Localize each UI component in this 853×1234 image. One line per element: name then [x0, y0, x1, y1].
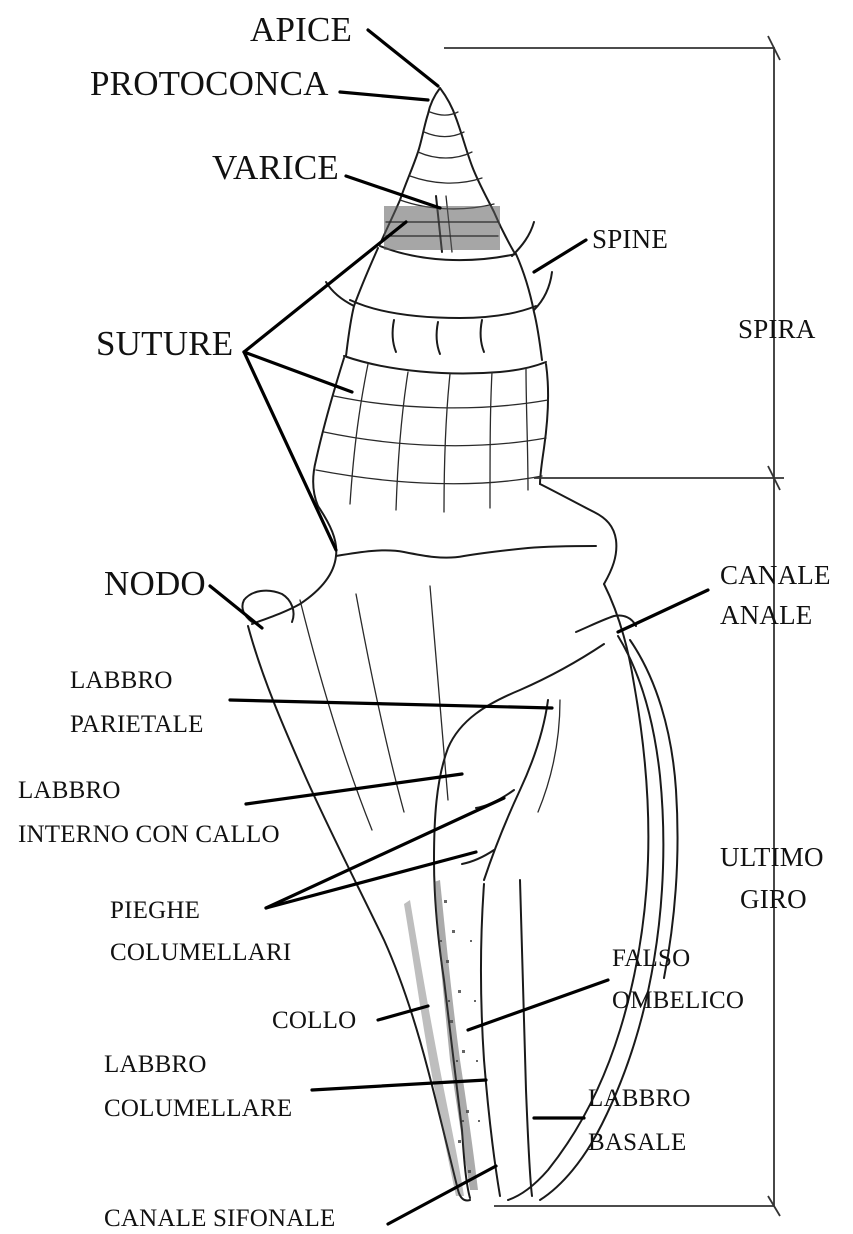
- label-labbro-columellare-line2: COLUMELLARE: [104, 1096, 292, 1121]
- label-labbro-interno-line1: LABBRO: [18, 778, 121, 803]
- label-protoconca: PROTOCONCA: [90, 66, 329, 101]
- label-apice: APICE: [250, 12, 352, 47]
- label-spine: SPINE: [592, 226, 668, 253]
- label-suture: SUTURE: [96, 326, 233, 361]
- label-canale-anale-line1: CANALE: [720, 562, 831, 589]
- label-falso-ombelico-line1: FALSO: [612, 946, 690, 971]
- label-ultimo-giro-line1: ULTIMO: [720, 844, 824, 871]
- label-spira: SPIRA: [738, 316, 816, 343]
- label-nodo: NODO: [104, 566, 206, 601]
- label-pieghe-columellari-line2: COLUMELLARI: [110, 940, 291, 965]
- label-labbro-parietale-line2: PARIETALE: [70, 712, 204, 737]
- label-canale-anale-line2: ANALE: [720, 602, 812, 629]
- label-labbro-basale-line2: BASALE: [588, 1130, 686, 1155]
- label-pieghe-columellari-line1: PIEGHE: [110, 898, 200, 923]
- label-labbro-columellare-line1: LABBRO: [104, 1052, 207, 1077]
- label-varice: VARICE: [212, 150, 339, 185]
- label-ultimo-giro-line2: GIRO: [740, 886, 807, 913]
- label-collo: COLLO: [272, 1008, 356, 1033]
- label-falso-ombelico-line2: OMBELICO: [612, 988, 744, 1013]
- label-labbro-interno-line2: INTERNO CON CALLO: [18, 822, 280, 847]
- label-labbro-basale-line1: LABBRO: [588, 1086, 691, 1111]
- label-labbro-parietale-line1: LABBRO: [70, 668, 173, 693]
- label-canale-sifonale: CANALE SIFONALE: [104, 1206, 335, 1231]
